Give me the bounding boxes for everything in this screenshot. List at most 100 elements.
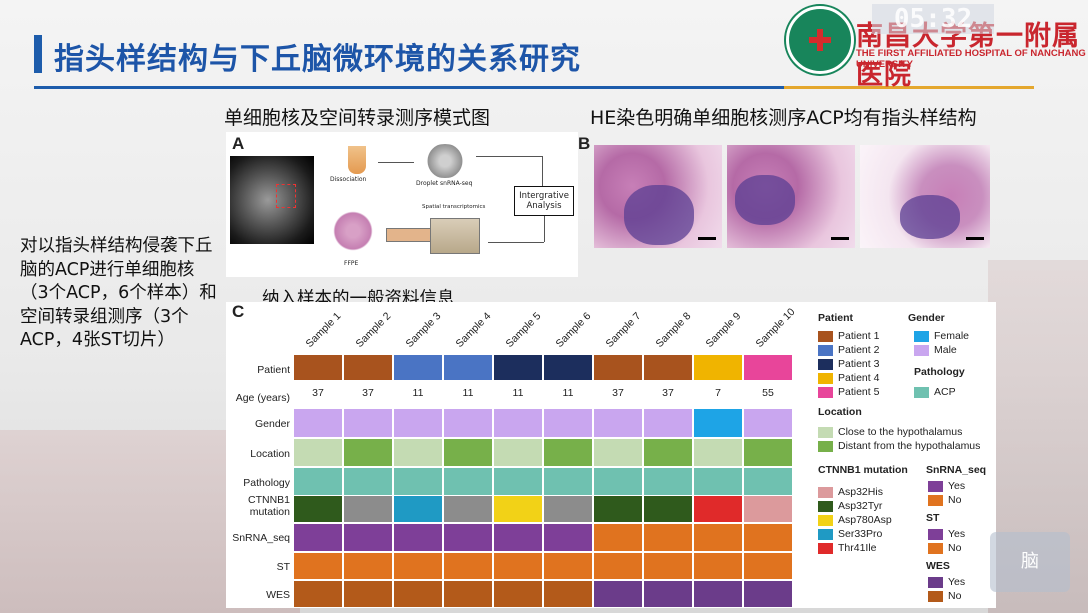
column-label: Sample 2 xyxy=(353,310,394,350)
legend-swatch xyxy=(928,591,943,602)
column-label: Sample 4 xyxy=(453,310,494,350)
mri-region-marker xyxy=(276,184,296,208)
heatmap-cell xyxy=(644,581,692,607)
legend-item-label: No xyxy=(948,494,962,506)
heatmap-cell xyxy=(294,355,342,380)
heatmap-cell xyxy=(644,409,692,437)
arrow-icon xyxy=(378,162,414,163)
heatmap-cell xyxy=(294,496,342,522)
legend-swatch xyxy=(818,427,833,438)
legend-swatch xyxy=(818,359,833,370)
legend-swatch xyxy=(818,331,833,342)
heatmap-cell xyxy=(494,553,542,579)
heatmap-cell xyxy=(394,581,442,607)
heatmap-cell xyxy=(694,496,742,522)
legend-swatch xyxy=(914,331,929,342)
droplet-cluster-icon xyxy=(422,144,468,178)
legend-item-label: Distant from the hypothalamus xyxy=(838,440,981,452)
heatmap-cell xyxy=(744,553,792,579)
heatmap-cell xyxy=(344,439,392,466)
legend-swatch xyxy=(914,345,929,356)
legend-swatch xyxy=(818,529,833,540)
heatmap-cell xyxy=(744,496,792,522)
legend-item-label: Patient 1 xyxy=(838,330,880,342)
legend-item-label: Asp32His xyxy=(838,486,883,498)
column-label: Sample 7 xyxy=(603,310,644,350)
heatmap-cell xyxy=(444,409,492,437)
legend-item-label: Male xyxy=(934,344,957,356)
legend-swatch xyxy=(818,345,833,356)
heatmap-cell xyxy=(544,496,592,522)
heatmap-cell xyxy=(644,524,692,551)
ffpe-slide-image xyxy=(332,206,374,256)
heatmap-cell xyxy=(294,581,342,607)
dissociation-label: Dissociation xyxy=(330,176,367,183)
hospital-name-en: THE FIRST AFFILIATED HOSPITAL OF NANCHAN… xyxy=(856,48,1086,70)
heatmap-cell xyxy=(394,496,442,522)
heatmap-cell xyxy=(394,553,442,579)
heatmap-cell xyxy=(444,581,492,607)
heatmap-cell xyxy=(644,355,692,380)
column-label: Sample 10 xyxy=(753,306,798,350)
heatmap-cell xyxy=(644,553,692,579)
row-label: Location xyxy=(250,448,290,460)
heatmap-cell xyxy=(694,581,742,607)
heatmap-cell xyxy=(594,496,642,522)
heatmap-cell xyxy=(494,409,542,437)
legend-item-label: Yes xyxy=(948,576,966,588)
heatmap-cell xyxy=(694,524,742,551)
panel-c-letter: C xyxy=(232,302,245,321)
panel-a-figure: A Dissociation Droplet snRNA-seq Intergr… xyxy=(226,132,578,277)
legend-item-label: Asp32Tyr xyxy=(838,500,883,512)
connector-line xyxy=(476,156,542,157)
tumor-nest xyxy=(735,175,795,225)
heatmap-cell xyxy=(544,553,592,579)
heatmap-cell xyxy=(744,355,792,380)
legend-swatch xyxy=(818,373,833,384)
legend-item-label: Close to the hypothalamus xyxy=(838,426,963,438)
heatmap-cell xyxy=(594,524,642,551)
column-label: Sample 3 xyxy=(403,310,444,350)
heatmap-cell xyxy=(544,524,592,551)
legend-swatch xyxy=(928,481,943,492)
legend-title: ST xyxy=(926,512,940,524)
red-cross-icon xyxy=(809,29,831,51)
heatmap-cell xyxy=(294,439,342,466)
legend-title: CTNNB1 mutation xyxy=(818,464,908,476)
heatmap-cell xyxy=(444,524,492,551)
column-label: Sample 1 xyxy=(303,310,344,350)
heatmap-cell xyxy=(694,355,742,380)
heatmap-cell xyxy=(344,524,392,551)
legend-item-label: Patient 2 xyxy=(838,344,880,356)
heatmap-cell xyxy=(294,553,342,579)
page-title: 指头样结构与下丘脑微环境的关系研究 xyxy=(54,42,581,77)
age-value: 37 xyxy=(312,387,324,399)
legend-item-label: Yes xyxy=(948,480,966,492)
age-value: 37 xyxy=(362,387,374,399)
legend-swatch xyxy=(928,543,943,554)
panel-b-letter: B xyxy=(578,134,591,153)
heatmap-cell xyxy=(444,553,492,579)
heatmap-cell xyxy=(344,553,392,579)
heatmap-cell xyxy=(444,496,492,522)
column-label: Sample 6 xyxy=(553,310,594,350)
legend-swatch xyxy=(818,501,833,512)
integrative-analysis-box: Intergrative Analysis xyxy=(514,186,574,216)
row-label: WES xyxy=(266,589,290,601)
heatmap-cell xyxy=(344,409,392,437)
row-label: ST xyxy=(276,561,290,573)
scale-bar xyxy=(966,237,984,240)
heatmap-cell xyxy=(694,409,742,437)
age-value: 11 xyxy=(562,387,574,399)
age-value: 11 xyxy=(462,387,474,399)
sequencer-image xyxy=(430,218,480,254)
legend-swatch xyxy=(914,387,929,398)
panel-b-subtitle: HE染色明确单细胞核测序ACP均有指头样结构 xyxy=(590,107,977,129)
legend-swatch xyxy=(928,529,943,540)
panel-a-letter: A xyxy=(232,134,245,153)
heatmap-cell xyxy=(394,439,442,466)
legend-title: SnRNA_seq xyxy=(926,464,987,476)
heatmap-cell xyxy=(494,355,542,380)
heatmap-cell xyxy=(544,409,592,437)
